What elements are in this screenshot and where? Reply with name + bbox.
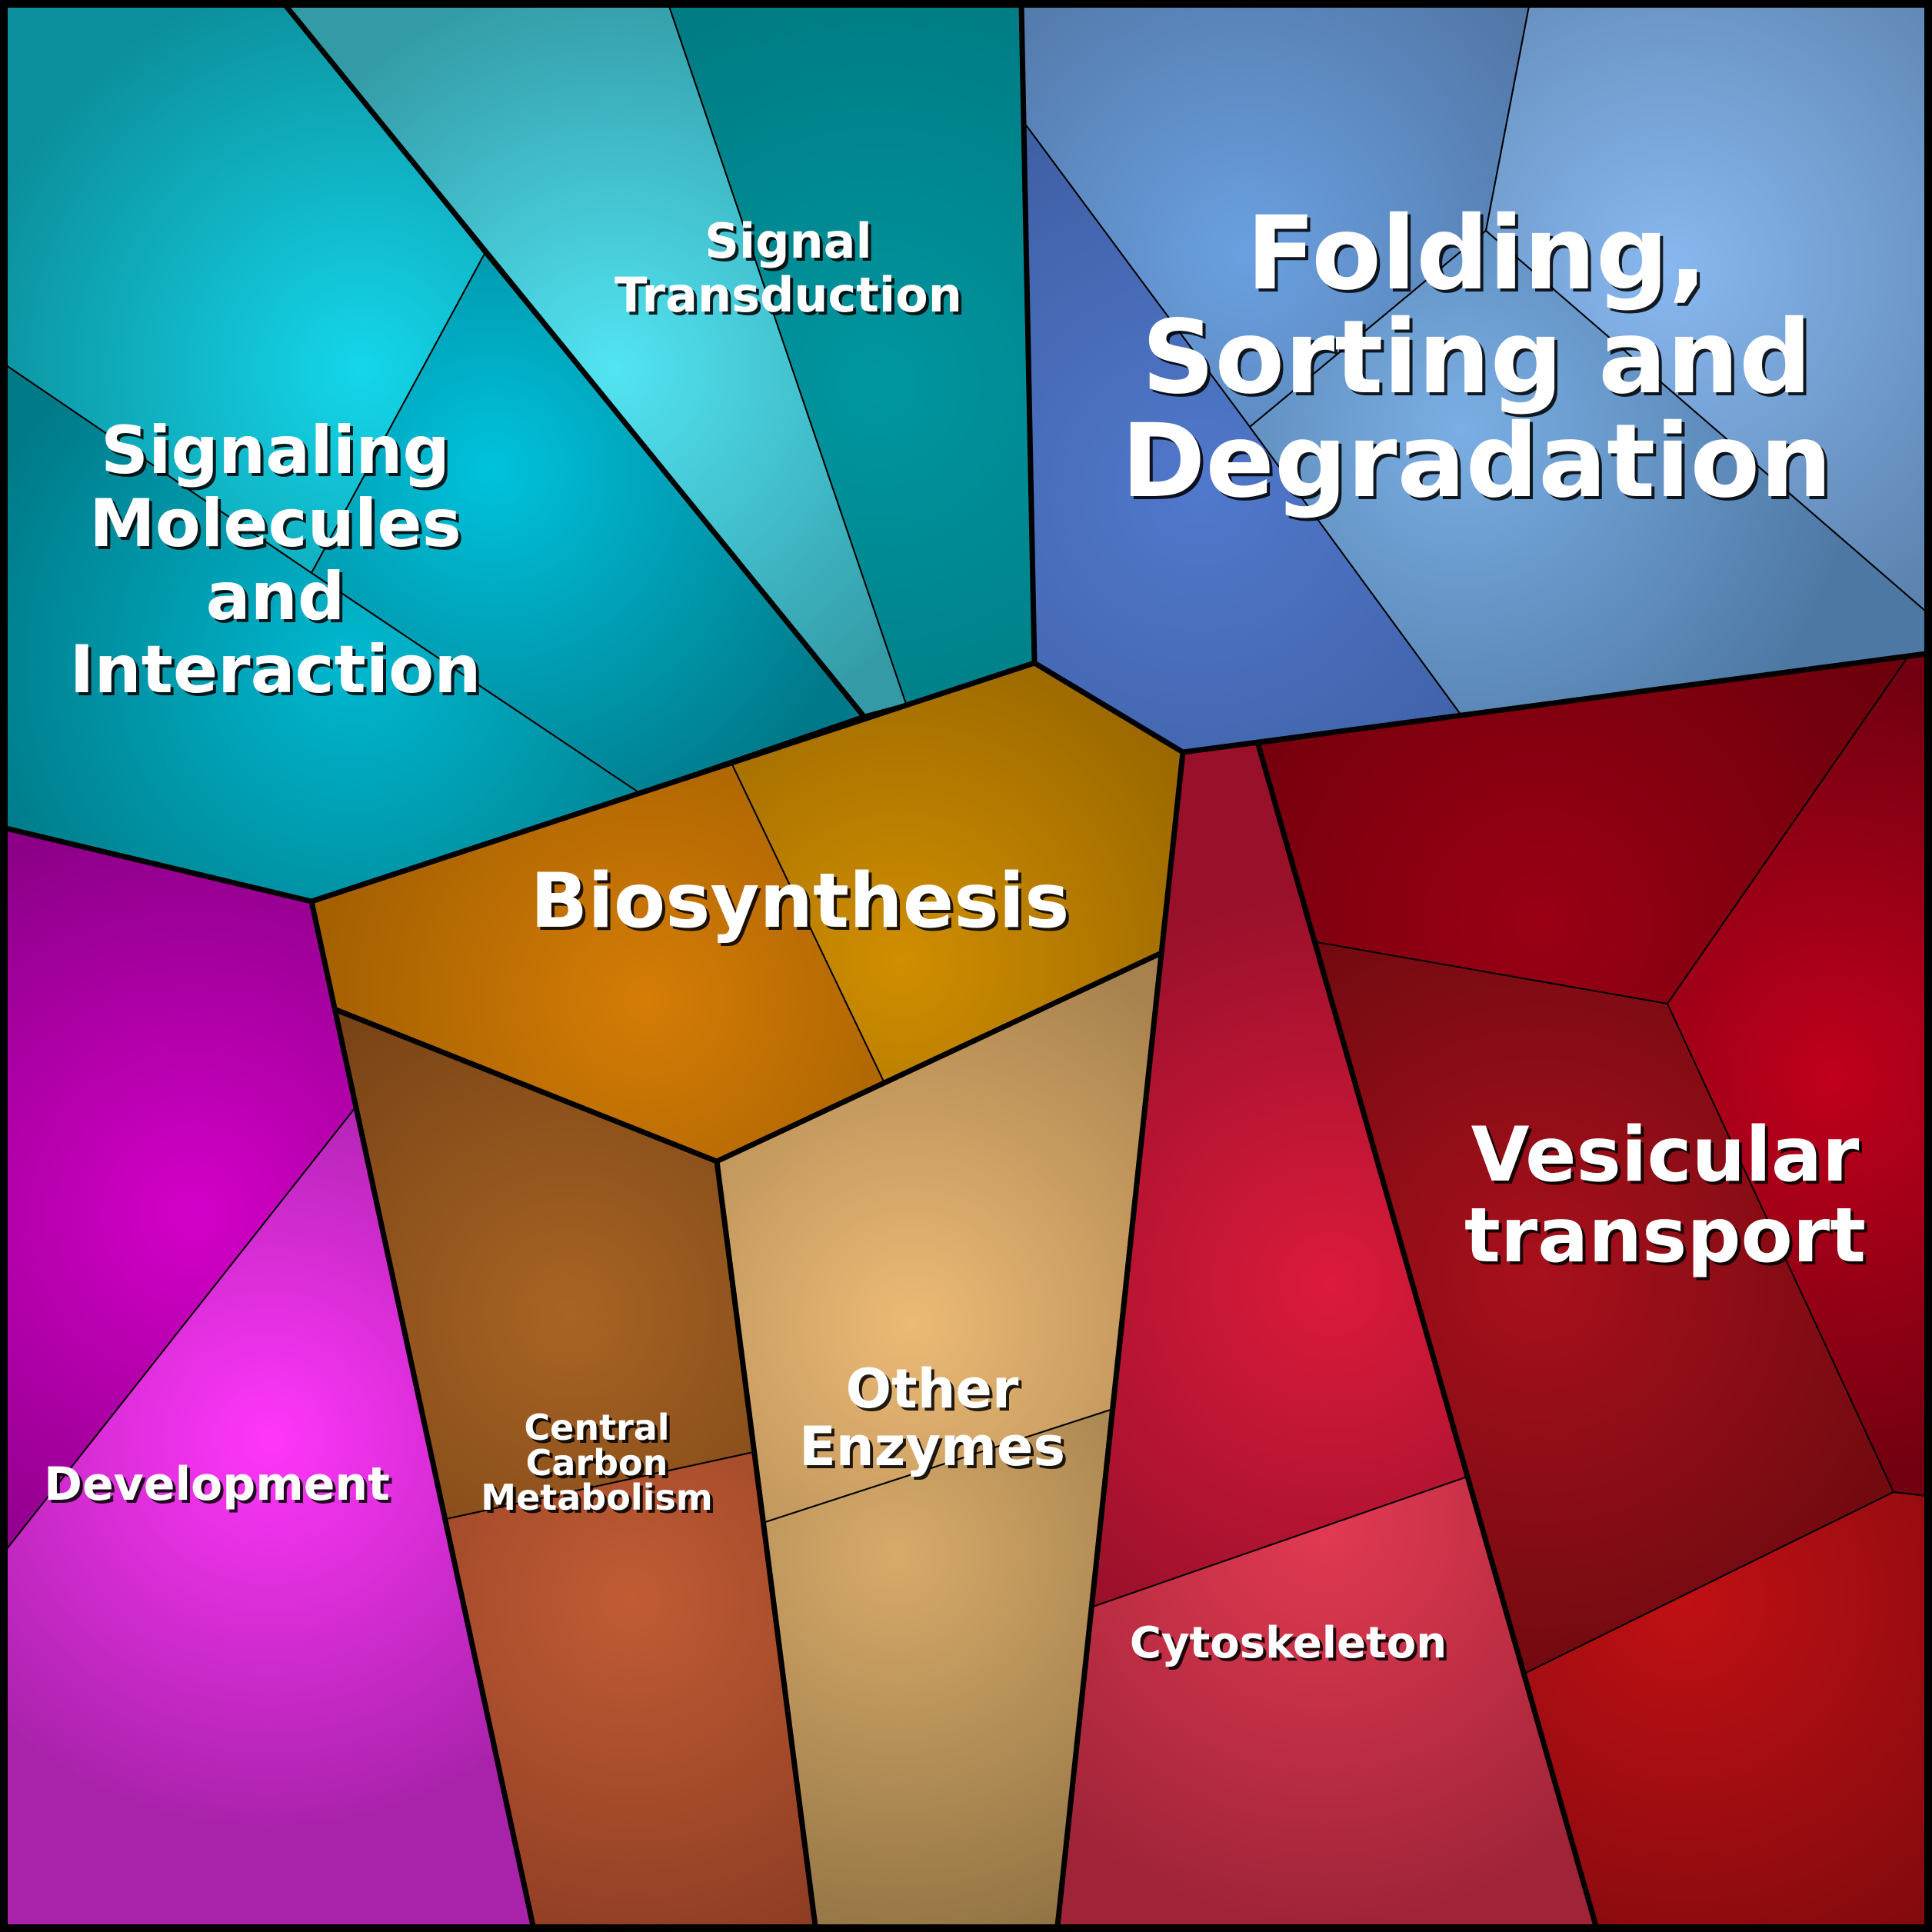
category-folding[interactable] [1021,5,1927,753]
category-other-enzymes[interactable] [716,953,1161,1927]
label-shadow: Other [849,1361,1022,1424]
label-shadow: Biosynthesis [534,861,1073,948]
label-shadow: Signaling [104,415,453,492]
category-border [1255,744,1599,1927]
label-shadow: Vesicular [1474,1114,1863,1202]
label-line: Carbon [526,1442,668,1484]
label-line: Vesicular [1471,1111,1860,1199]
label-shadow: Metabolism [484,1480,715,1521]
category-cytoskeleton[interactable] [1057,744,1597,1927]
label-shadow: Central [527,1410,672,1451]
label-shadow: Molecules [92,488,465,565]
label-line: Transduction [615,267,962,323]
label-line: Cytoskeleton [1130,1618,1447,1668]
label-line: transport [1464,1192,1866,1280]
label-shadow: Degradation [1124,405,1835,524]
label-shadow: Enzymes [802,1418,1068,1481]
category-border [308,901,536,1927]
label-line: Central [524,1407,669,1448]
label-shadow: Folding, [1249,198,1710,316]
label-central-carbon: CentralCentralCarbonCarbonMetabolismMeta… [481,1407,715,1521]
label-shadow: Sorting and [1144,301,1814,420]
label-line: Other [846,1357,1019,1421]
label-shadow: Cytoskeleton [1133,1621,1450,1671]
label-line: Development [44,1457,390,1511]
label-line: Signaling [101,412,450,489]
category-central-carbon[interactable] [335,1009,816,1927]
label-line: Degradation [1121,402,1832,521]
category-signaling[interactable] [5,5,864,902]
label-line: Molecules [89,485,461,562]
label-shadow: Interaction [73,635,485,711]
label-line: Metabolism [481,1477,712,1518]
label-line: Interaction [70,631,481,708]
category-border [714,1161,818,1927]
category-border [284,4,865,718]
label-line: and [206,558,345,635]
label-shadow: transport [1467,1195,1869,1283]
category-border [1054,751,1186,1927]
label-line: Enzymes [799,1415,1065,1478]
label-line: Biosynthesis [531,858,1070,945]
label-line: Folding, [1246,195,1707,313]
label-line: Signal [705,213,872,269]
label-shadow: Signal [708,216,875,272]
label-line: Sorting and [1141,298,1811,417]
label-shadow: Carbon [529,1445,671,1487]
category-border [1018,5,1038,664]
label-shadow: and [209,561,348,638]
label-signaling: SignalingSignalingMoleculesMoleculesanda… [70,412,485,711]
category-vesicular[interactable] [1257,653,1927,1927]
label-shadow: Development [47,1461,393,1514]
category-biosynthesis[interactable] [311,662,1184,1162]
label-shadow: Transduction [618,270,965,326]
